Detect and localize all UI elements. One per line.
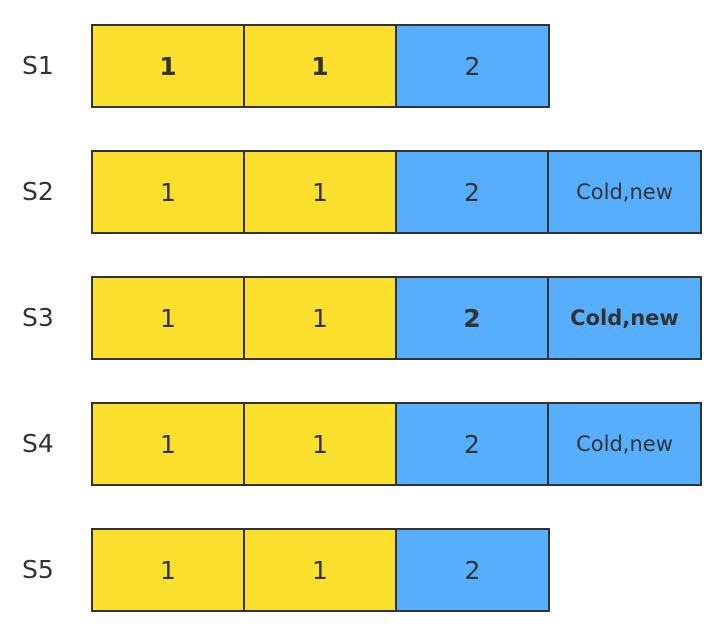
log-entry: 1 (93, 26, 245, 106)
server-label: S4 (22, 429, 54, 458)
log-entry: Cold,new (549, 278, 700, 358)
log-entry: 2 (397, 152, 549, 232)
log: 1 1 2 (91, 24, 550, 108)
server-label: S1 (22, 51, 54, 80)
log-entry: Cold,new (549, 152, 700, 232)
log: 1 1 2 Cold,new (91, 402, 702, 486)
server-label: S2 (22, 177, 54, 206)
server-row-s5: S5 1 1 2 (0, 528, 718, 612)
log: 1 1 2 (91, 528, 550, 612)
log-entry: Cold,new (549, 404, 700, 484)
log-entry: 1 (93, 152, 245, 232)
server-row-s3: S3 1 1 2 Cold,new (0, 276, 718, 360)
server-row-s1: S1 1 1 2 (0, 24, 718, 108)
server-label: S5 (22, 555, 54, 584)
log-entry: 1 (245, 152, 397, 232)
log-entry: 2 (397, 26, 548, 106)
log-entry: 1 (245, 26, 397, 106)
log-entry: 1 (93, 530, 245, 610)
log: 1 1 2 Cold,new (91, 276, 702, 360)
log-entry: 1 (245, 404, 397, 484)
log-entry: 1 (93, 278, 245, 358)
log-entry: 2 (397, 530, 548, 610)
log-entry: 2 (397, 278, 549, 358)
server-label: S3 (22, 303, 54, 332)
log-entry: 2 (397, 404, 549, 484)
log: 1 1 2 Cold,new (91, 150, 702, 234)
log-entry: 1 (93, 404, 245, 484)
server-row-s2: S2 1 1 2 Cold,new (0, 150, 718, 234)
log-entry: 1 (245, 530, 397, 610)
log-entry: 1 (245, 278, 397, 358)
server-row-s4: S4 1 1 2 Cold,new (0, 402, 718, 486)
